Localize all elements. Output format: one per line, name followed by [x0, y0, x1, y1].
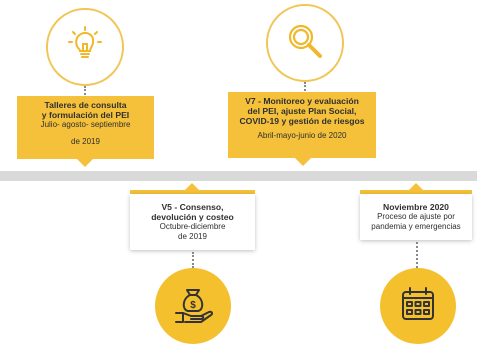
milestone-4-pointer [408, 183, 424, 191]
svg-text:$: $ [190, 300, 196, 311]
milestone-3-cap [130, 190, 255, 194]
connector-2 [304, 82, 306, 94]
milestone-3-title-2: devolución y costeo [151, 212, 234, 222]
milestone-2-title-3: COVID-19 y gestión de riesgos [239, 116, 365, 126]
milestone-2-dates-1: Abril-mayo-junio de 2020 [257, 131, 347, 140]
milestone-4-dates-2: pandemia y emergencias [371, 222, 461, 231]
milestone-box-4: Noviembre 2020 Proceso de ajuste por pan… [360, 194, 472, 240]
milestone-2-title-1: V7 - Monitoreo y evaluación [245, 96, 359, 106]
timeline-bar [0, 171, 477, 181]
milestone-4-dates-1: Proceso de ajuste por [377, 212, 455, 221]
milestone-4-title-1: Noviembre 2020 [383, 202, 449, 212]
milestone-1-title-1: Talleres de consulta [44, 100, 127, 110]
milestone-4-cap [360, 190, 472, 194]
icon-circle-4 [380, 268, 456, 344]
connector-1 [84, 86, 86, 98]
milestone-1-pointer [77, 159, 93, 167]
calendar-icon [398, 284, 438, 329]
milestone-box-3: V5 - Consenso, devolución y costeo Octub… [130, 194, 255, 250]
milestone-3-pointer [184, 183, 200, 191]
milestone-1-title-2: y formulación del PEI [41, 110, 130, 120]
milestone-3-dates-2: de 2019 [178, 232, 207, 241]
milestone-1-dates-2: de 2019 [71, 137, 100, 146]
lightbulb-icon [65, 25, 105, 70]
milestone-3-title-1: V5 - Consenso, [161, 202, 224, 212]
icon-circle-2 [266, 4, 344, 82]
milestone-2-pointer [295, 158, 311, 166]
magnifier-icon [284, 20, 326, 67]
milestone-box-2: V7 - Monitoreo y evaluación del PEI, aju… [228, 92, 376, 158]
connector-3 [192, 252, 194, 268]
milestone-3-dates-1: Octubre-diciembre [159, 222, 226, 231]
connector-4 [416, 242, 418, 268]
milestone-1-dates-1: Julio- agosto- septiembre [40, 120, 131, 129]
milestone-box-1: Talleres de consulta y formulación del P… [17, 96, 154, 159]
money-bag-hand-icon: $ [171, 282, 215, 331]
icon-circle-1 [46, 8, 124, 86]
milestone-2-title-2: del PEI, ajuste Plan Social, [247, 106, 357, 116]
icon-circle-3: $ [155, 268, 231, 344]
